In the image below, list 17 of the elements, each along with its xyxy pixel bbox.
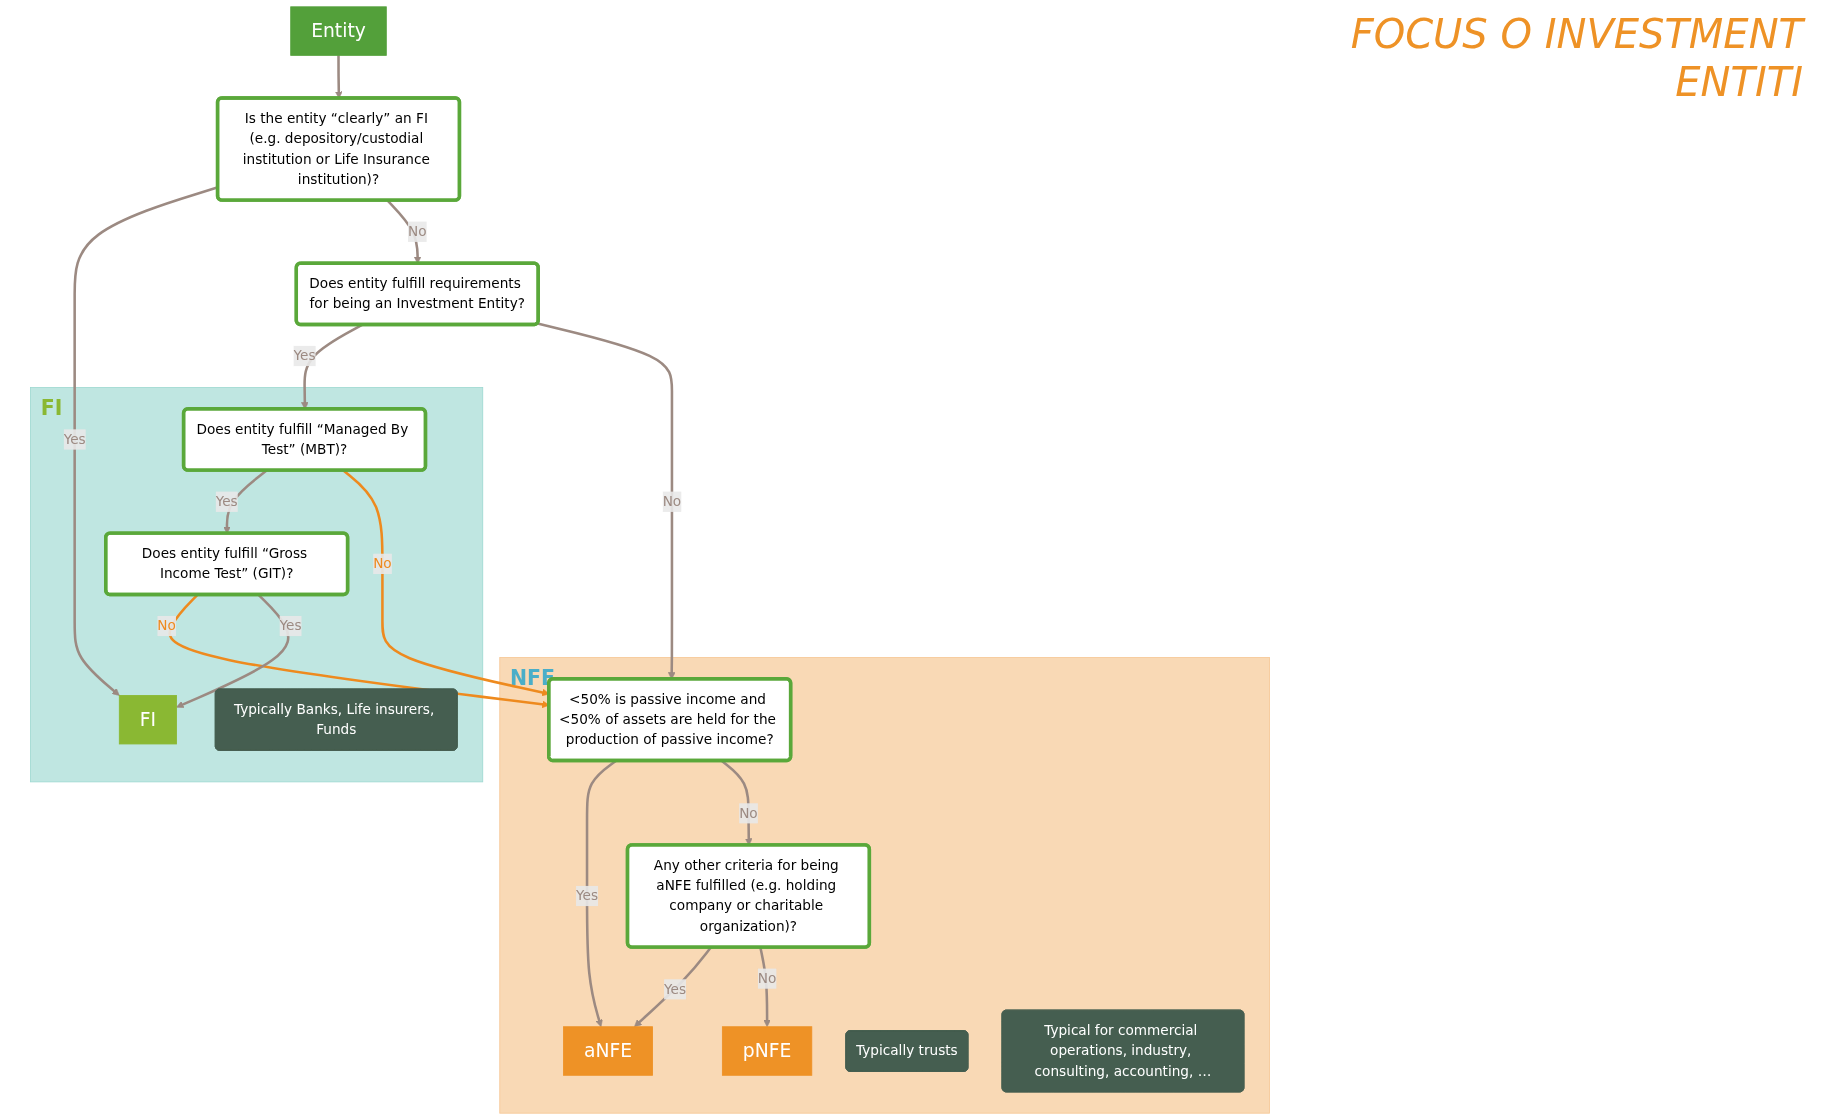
edge-label: No (739, 804, 758, 822)
edge-label: Yes (279, 617, 302, 634)
node-box: aNFE (563, 1026, 653, 1076)
edge-label: No (373, 555, 392, 572)
edge-label: No (157, 617, 176, 634)
arrow (176, 594, 290, 708)
edge-label: Yes (576, 887, 599, 904)
edge-label: Yes (215, 493, 238, 510)
edge-label: No (407, 223, 427, 240)
node-box: FI (118, 695, 177, 745)
edge-label: Yes (664, 980, 687, 998)
edge-label: Yes (293, 347, 316, 364)
edge-label: Yes (63, 430, 86, 448)
node-box: pNFE (721, 1026, 813, 1076)
node-box: Entity (290, 6, 387, 56)
edge-label: No (662, 493, 682, 510)
edge-label: No (757, 970, 777, 987)
